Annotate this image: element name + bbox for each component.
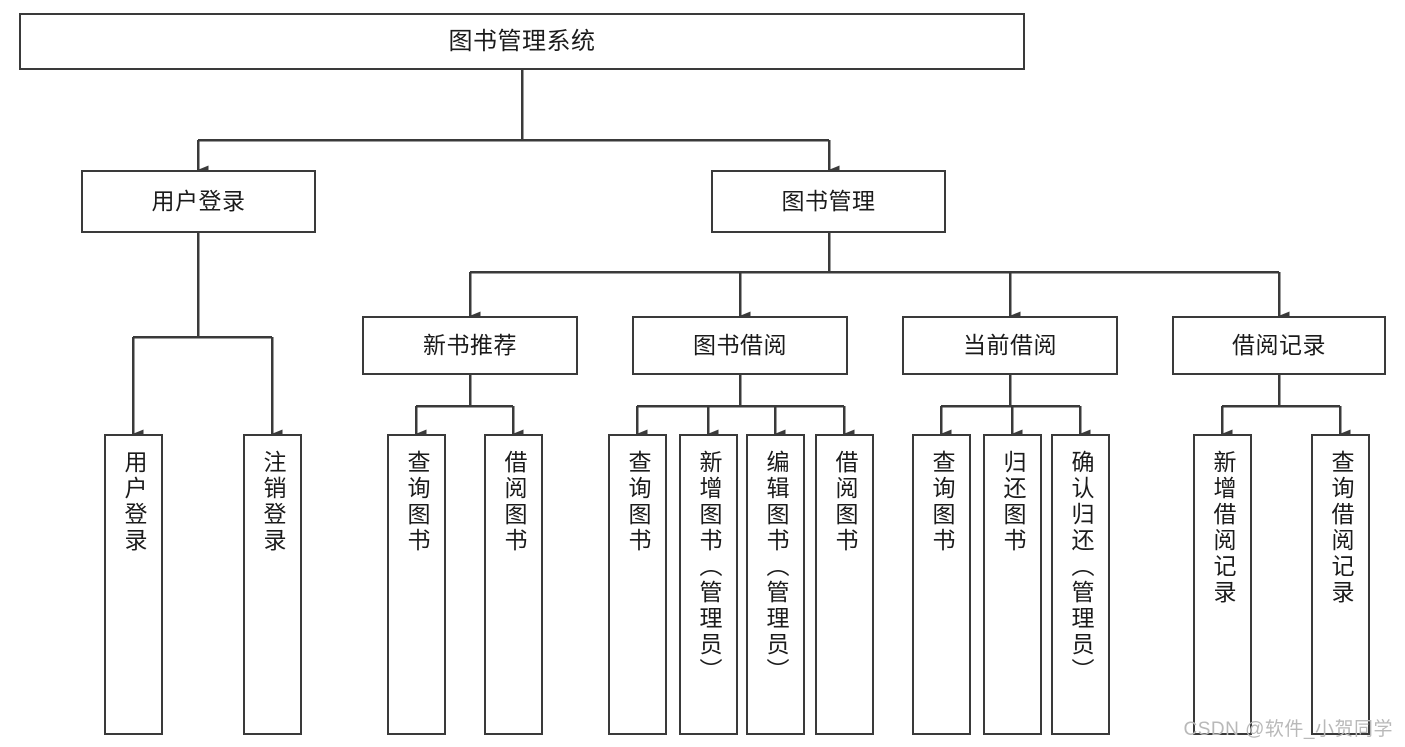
node-label-leaf-query-book-current: 查询图书 [929, 450, 955, 554]
node-label-leaf-query-book-recommend: 查询图书 [404, 450, 430, 554]
node-label-new-book-recommend: 新书推荐 [423, 332, 517, 359]
node-box-leaf-logout-login[interactable]: 注销登录 [243, 434, 302, 735]
node-label-root: 图书管理系统 [448, 27, 596, 55]
node-label-borrow-record: 借阅记录 [1232, 332, 1326, 359]
node-box-leaf-query-book-recommend[interactable]: 查询图书 [387, 434, 446, 735]
node-box-leaf-return-book[interactable]: 归还图书 [983, 434, 1042, 735]
node-label-leaf-query-book-borrow: 查询图书 [625, 450, 651, 554]
node-box-new-book-recommend[interactable]: 新书推荐 [362, 316, 578, 375]
node-box-user-login[interactable]: 用户登录 [81, 170, 316, 233]
node-box-current-borrow[interactable]: 当前借阅 [902, 316, 1118, 375]
node-label-current-borrow: 当前借阅 [963, 332, 1057, 359]
node-label-leaf-logout-login: 注销登录 [260, 450, 286, 554]
node-box-leaf-edit-book-admin[interactable]: 编辑图书（管理员） [746, 434, 805, 735]
node-box-leaf-query-book-borrow[interactable]: 查询图书 [608, 434, 667, 735]
node-label-leaf-add-borrow-record: 新增借阅记录 [1210, 450, 1236, 606]
node-box-root[interactable]: 图书管理系统 [19, 13, 1025, 70]
node-box-leaf-query-borrow-record[interactable]: 查询借阅记录 [1311, 434, 1370, 735]
node-label-leaf-borrow-book-recommend: 借阅图书 [501, 450, 527, 554]
node-label-user-login: 用户登录 [151, 188, 246, 215]
node-box-leaf-borrow-book-recommend[interactable]: 借阅图书 [484, 434, 543, 735]
node-box-leaf-user-login[interactable]: 用户登录 [104, 434, 163, 735]
node-box-leaf-add-borrow-record[interactable]: 新增借阅记录 [1193, 434, 1252, 735]
node-box-book-management[interactable]: 图书管理 [711, 170, 946, 233]
node-label-leaf-confirm-return-admin: 确认归还（管理员） [1068, 450, 1094, 684]
node-box-book-borrow[interactable]: 图书借阅 [632, 316, 848, 375]
node-label-leaf-borrow-book: 借阅图书 [832, 450, 858, 554]
node-box-leaf-query-book-current[interactable]: 查询图书 [912, 434, 971, 735]
connector-group [131, 70, 1351, 439]
node-label-leaf-user-login: 用户登录 [121, 450, 147, 554]
node-box-leaf-borrow-book[interactable]: 借阅图书 [815, 434, 874, 735]
node-box-leaf-add-book-admin[interactable]: 新增图书（管理员） [679, 434, 738, 735]
node-box-borrow-record[interactable]: 借阅记录 [1172, 316, 1386, 375]
node-label-leaf-edit-book-admin: 编辑图书（管理员） [763, 450, 789, 684]
node-label-book-borrow: 图书借阅 [693, 332, 787, 359]
node-label-leaf-add-book-admin: 新增图书（管理员） [696, 450, 722, 684]
node-label-leaf-query-borrow-record: 查询借阅记录 [1328, 450, 1354, 606]
node-label-leaf-return-book: 归还图书 [1000, 450, 1026, 554]
node-label-book-management: 图书管理 [781, 188, 876, 215]
node-box-leaf-confirm-return-admin[interactable]: 确认归还（管理员） [1051, 434, 1110, 735]
